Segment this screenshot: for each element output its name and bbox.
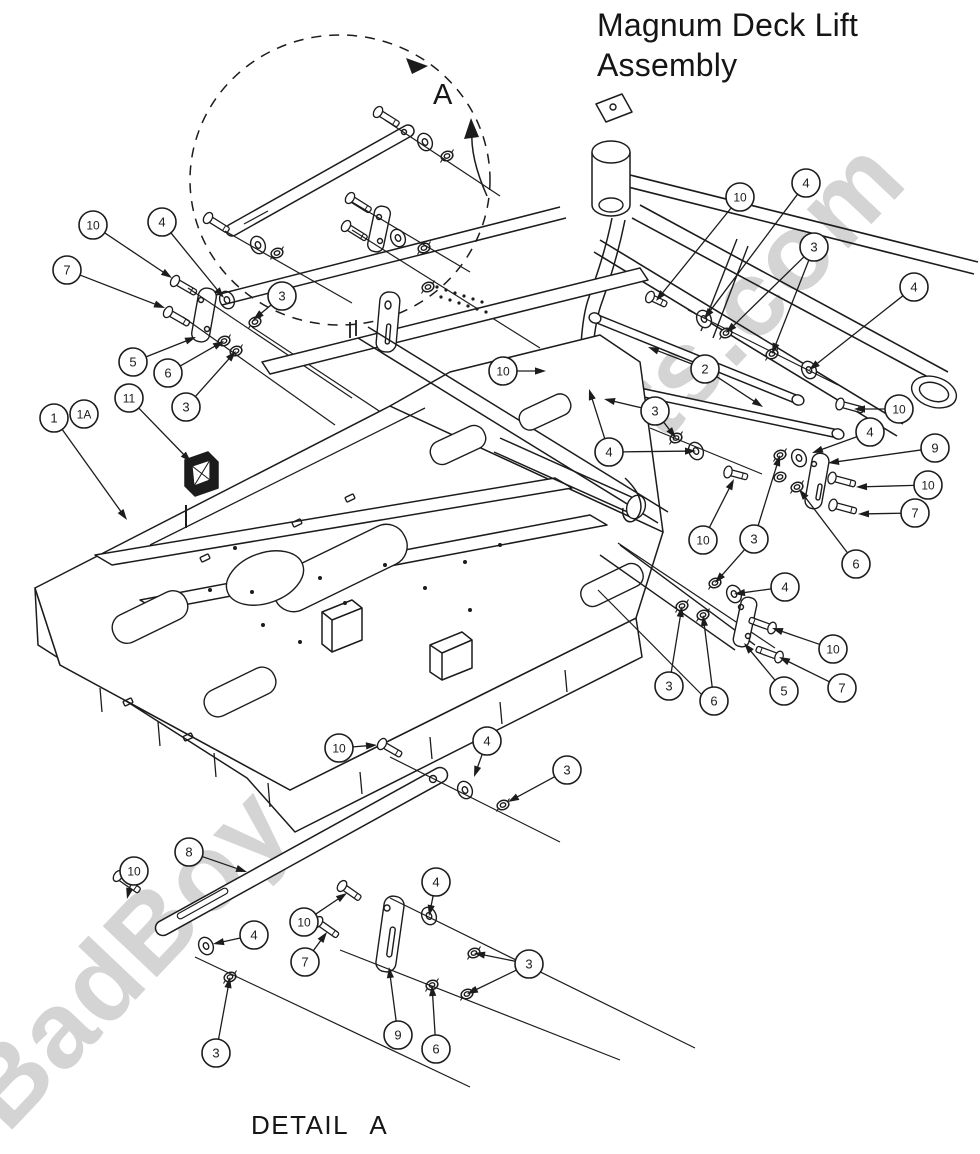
svg-text:2: 2	[701, 362, 708, 377]
svg-text:10: 10	[826, 642, 840, 656]
svg-text:10: 10	[892, 402, 906, 416]
callout-10[interactable]: 10	[854, 394, 914, 424]
svg-text:4: 4	[432, 875, 439, 890]
callout-6[interactable]: 6	[799, 489, 871, 579]
callout-6[interactable]: 6	[699, 615, 729, 716]
svg-text:9: 9	[394, 1028, 401, 1043]
svg-text:4: 4	[250, 928, 257, 943]
svg-text:3: 3	[182, 400, 189, 415]
svg-text:3: 3	[810, 240, 817, 255]
callout-4[interactable]: 4	[809, 272, 929, 370]
assembly-line-art	[34, 34, 979, 1088]
callout-4[interactable]: 4	[812, 417, 885, 453]
svg-text:7: 7	[911, 506, 918, 521]
callout-10[interactable]: 10	[78, 210, 172, 278]
callout-8[interactable]: 8	[174, 837, 247, 872]
callout-7[interactable]: 7	[779, 657, 857, 703]
svg-text:6: 6	[852, 557, 859, 572]
callout-4[interactable]: 4	[734, 572, 800, 602]
svg-text:4: 4	[483, 734, 490, 749]
svg-text:9: 9	[931, 441, 938, 456]
svg-text:3: 3	[563, 763, 570, 778]
svg-text:5: 5	[780, 684, 787, 699]
callout-7[interactable]: 7	[290, 932, 327, 977]
svg-text:10: 10	[332, 741, 346, 755]
callout-3[interactable]: 3	[171, 351, 236, 422]
callout-6[interactable]: 6	[153, 341, 224, 388]
svg-text:3: 3	[665, 679, 672, 694]
svg-text:3: 3	[750, 532, 757, 547]
svg-text:7: 7	[63, 263, 70, 278]
svg-text:10: 10	[921, 478, 935, 492]
svg-text:7: 7	[838, 681, 845, 696]
svg-text:10: 10	[127, 864, 141, 878]
svg-text:4: 4	[802, 176, 809, 191]
callout-10[interactable]: 10	[119, 856, 149, 899]
svg-text:1: 1	[50, 411, 57, 426]
callout-10[interactable]: 10	[289, 893, 347, 937]
callout-7[interactable]: 7	[52, 255, 165, 308]
svg-text:10: 10	[696, 533, 710, 547]
callout-10[interactable]: 10	[324, 733, 377, 763]
svg-text:8: 8	[185, 845, 192, 860]
callout-9[interactable]: 9	[828, 433, 950, 466]
page-title-line1: Magnum Deck Lift	[597, 7, 859, 43]
callout-1A[interactable]: 1A	[69, 399, 99, 429]
callout-10[interactable]: 10	[772, 628, 848, 664]
svg-text:3: 3	[212, 1046, 219, 1061]
svg-text:3: 3	[651, 404, 658, 419]
svg-text:6: 6	[164, 366, 171, 381]
svg-text:7: 7	[301, 955, 308, 970]
svg-text:4: 4	[158, 215, 165, 230]
callout-10[interactable]: 10	[688, 479, 734, 555]
callout-3[interactable]: 3	[253, 281, 297, 320]
callout-10[interactable]: 10	[856, 470, 943, 500]
callout-1[interactable]: 1	[39, 403, 127, 520]
svg-text:4: 4	[781, 580, 788, 595]
page-title-line2: Assembly	[597, 46, 738, 83]
callout-10[interactable]: 10	[488, 356, 546, 386]
callout-4[interactable]: 4	[588, 389, 696, 467]
callout-4[interactable]: 4	[704, 168, 821, 319]
page-title: Magnum Deck Lift Assembly	[597, 6, 967, 85]
detail-label: DETAIL A	[251, 1110, 389, 1140]
callout-2[interactable]: 2	[648, 347, 763, 407]
callout-3[interactable]: 3	[715, 455, 781, 583]
callout-3[interactable]: 3	[508, 755, 582, 802]
callout-6[interactable]: 6	[421, 985, 451, 1064]
callout-4[interactable]: 4	[472, 726, 502, 777]
callout-5[interactable]: 5	[744, 643, 799, 706]
svg-text:6: 6	[710, 694, 717, 709]
svg-text:10: 10	[297, 915, 311, 929]
callout-11[interactable]: 11	[114, 383, 191, 462]
svg-text:3: 3	[525, 957, 532, 972]
callout-4[interactable]: 4	[213, 920, 269, 950]
svg-text:4: 4	[605, 445, 612, 460]
svg-text:4: 4	[866, 425, 873, 440]
callout-3[interactable]: 3	[726, 232, 829, 354]
callout-4[interactable]: 4	[147, 207, 224, 298]
svg-text:10: 10	[733, 190, 747, 204]
callout-3[interactable]: 3	[604, 396, 676, 438]
callout-3[interactable]: 3	[654, 606, 684, 701]
callout-3[interactable]: 3	[201, 977, 232, 1068]
svg-text:3: 3	[278, 289, 285, 304]
callout-3[interactable]: 3	[467, 949, 544, 994]
callout-10[interactable]: 10	[656, 182, 755, 301]
svg-text:11: 11	[123, 391, 136, 405]
callout-4[interactable]: 4	[421, 867, 451, 916]
svg-text:6: 6	[432, 1042, 439, 1057]
svg-text:10: 10	[86, 218, 100, 232]
svg-text:5: 5	[129, 355, 136, 370]
callout-9[interactable]: 9	[383, 967, 413, 1050]
callout-7[interactable]: 7	[858, 498, 930, 528]
svg-text:10: 10	[496, 364, 510, 378]
callout-5[interactable]: 5	[118, 337, 196, 377]
svg-text:4: 4	[910, 280, 917, 295]
detail-marker-a: A	[433, 79, 453, 111]
svg-text:1A: 1A	[77, 407, 92, 421]
